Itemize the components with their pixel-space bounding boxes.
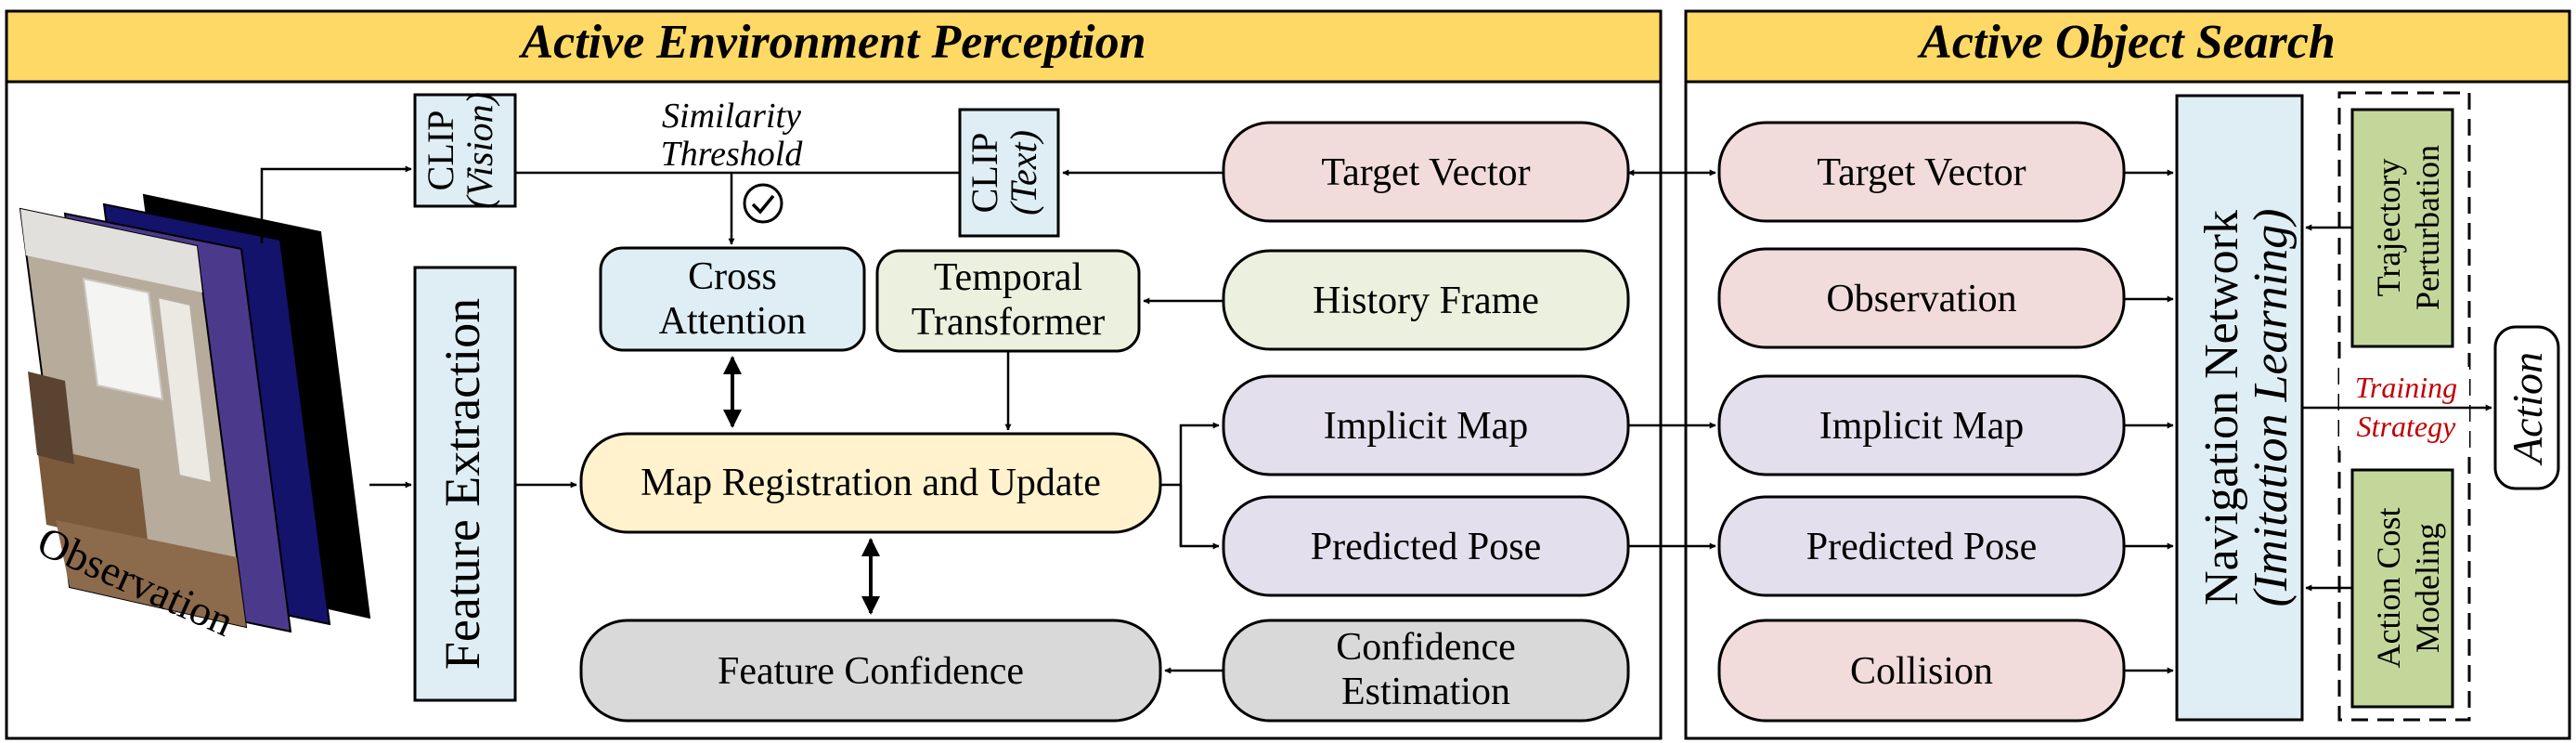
bold-connectors <box>723 356 880 615</box>
check-circle-icon <box>743 183 783 224</box>
right-implicit-map: Implicit Map <box>1717 374 2126 476</box>
action-block: Action <box>2493 325 2560 490</box>
right-panel-header <box>1684 9 2571 84</box>
left-history-frame-label: History Frame <box>1313 280 1539 322</box>
temporal-transformer-line1: Temporal <box>934 256 1082 299</box>
connectors <box>260 165 2492 674</box>
left-implicit-map-label: Implicit Map <box>1324 405 1528 448</box>
right-collision-label: Collision <box>1850 650 1993 693</box>
cross-attention-block: Cross Attention <box>599 246 866 352</box>
feature-extraction-label: Feature Extraction <box>434 298 490 670</box>
feature-confidence-label: Feature Confidence <box>718 650 1024 693</box>
cross-attention-line2: Attention <box>659 300 807 343</box>
right-panel-title: Active Object Search <box>1917 16 2336 69</box>
map-registration-label: Map Registration and Update <box>641 462 1101 504</box>
training-strategy-line1: Training <box>2355 371 2457 404</box>
training-strategy-line2: Strategy <box>2357 410 2456 443</box>
left-target-vector: Target Vector <box>1222 121 1630 223</box>
clip-text-block: CLIP (Text) <box>958 108 1060 238</box>
right-observation: Observation <box>1717 247 2126 349</box>
map-registration-block: Map Registration and Update <box>579 432 1162 534</box>
clip-vision-line2: (Vision) <box>459 92 500 209</box>
right-target-vector: Target Vector <box>1717 121 2126 223</box>
confidence-estimation-line2: Estimation <box>1341 671 1510 713</box>
left-predicted-pose-label: Predicted Pose <box>1311 526 1541 568</box>
action-cost-modeling-line1: Action Cost <box>2370 507 2407 668</box>
clip-text-line2: (Text) <box>1003 130 1044 215</box>
action-cost-modeling-line2: Modeling <box>2409 523 2446 653</box>
navigation-network-block: Navigation Network (Imitation Learning) <box>2175 94 2304 722</box>
temporal-transformer-line2: Transformer <box>912 301 1105 344</box>
cross-attention-line1: Cross <box>688 255 777 298</box>
left-implicit-map: Implicit Map <box>1222 374 1630 476</box>
right-observation-label: Observation <box>1826 278 2016 320</box>
navigation-network-line1: Navigation Network <box>2195 210 2248 606</box>
clip-vision-block: CLIP (Vision) <box>413 92 517 209</box>
temporal-transformer-block: Temporal Transformer <box>875 249 1141 353</box>
observation-stack: Observation <box>19 193 371 645</box>
left-panel-header <box>5 9 1663 84</box>
left-confidence-estimation: Confidence Estimation <box>1222 619 1630 723</box>
left-history-frame: History Frame <box>1222 249 1630 351</box>
right-collision: Collision <box>1717 619 2126 723</box>
observation-image <box>19 207 248 629</box>
arrow-observation-to-clip-vision <box>260 165 412 243</box>
trajectory-perturbation-block: Trajectory Perturbation <box>2350 108 2454 348</box>
left-panel-title: Active Environment Perception <box>518 16 1146 69</box>
action-cost-modeling-block: Action Cost Modeling <box>2350 468 2454 709</box>
clip-vision-line1: CLIP <box>420 111 461 191</box>
confidence-estimation-line1: Confidence <box>1336 626 1516 669</box>
feature-extraction-block: Feature Extraction <box>413 266 517 702</box>
left-target-vector-label: Target Vector <box>1321 151 1530 194</box>
similarity-threshold-line1: Similarity <box>662 97 801 136</box>
feature-confidence-block: Feature Confidence <box>579 619 1162 723</box>
action-label: Action <box>2504 352 2551 466</box>
left-predicted-pose: Predicted Pose <box>1222 495 1630 597</box>
right-target-vector-label: Target Vector <box>1817 151 2026 194</box>
navigation-network-line2: (Imitation Learning) <box>2245 209 2298 607</box>
clip-text-line1: CLIP <box>964 133 1005 214</box>
trajectory-perturbation-line1: Trajectory <box>2370 159 2407 297</box>
right-implicit-map-label: Implicit Map <box>1819 405 2024 448</box>
right-predicted-pose-label: Predicted Pose <box>1806 526 2037 568</box>
arrow-map-to-predicted-pose <box>1179 485 1220 550</box>
similarity-threshold-line2: Threshold <box>661 135 804 174</box>
right-predicted-pose: Predicted Pose <box>1717 495 2126 597</box>
trajectory-perturbation-line2: Perturbation <box>2409 145 2446 310</box>
